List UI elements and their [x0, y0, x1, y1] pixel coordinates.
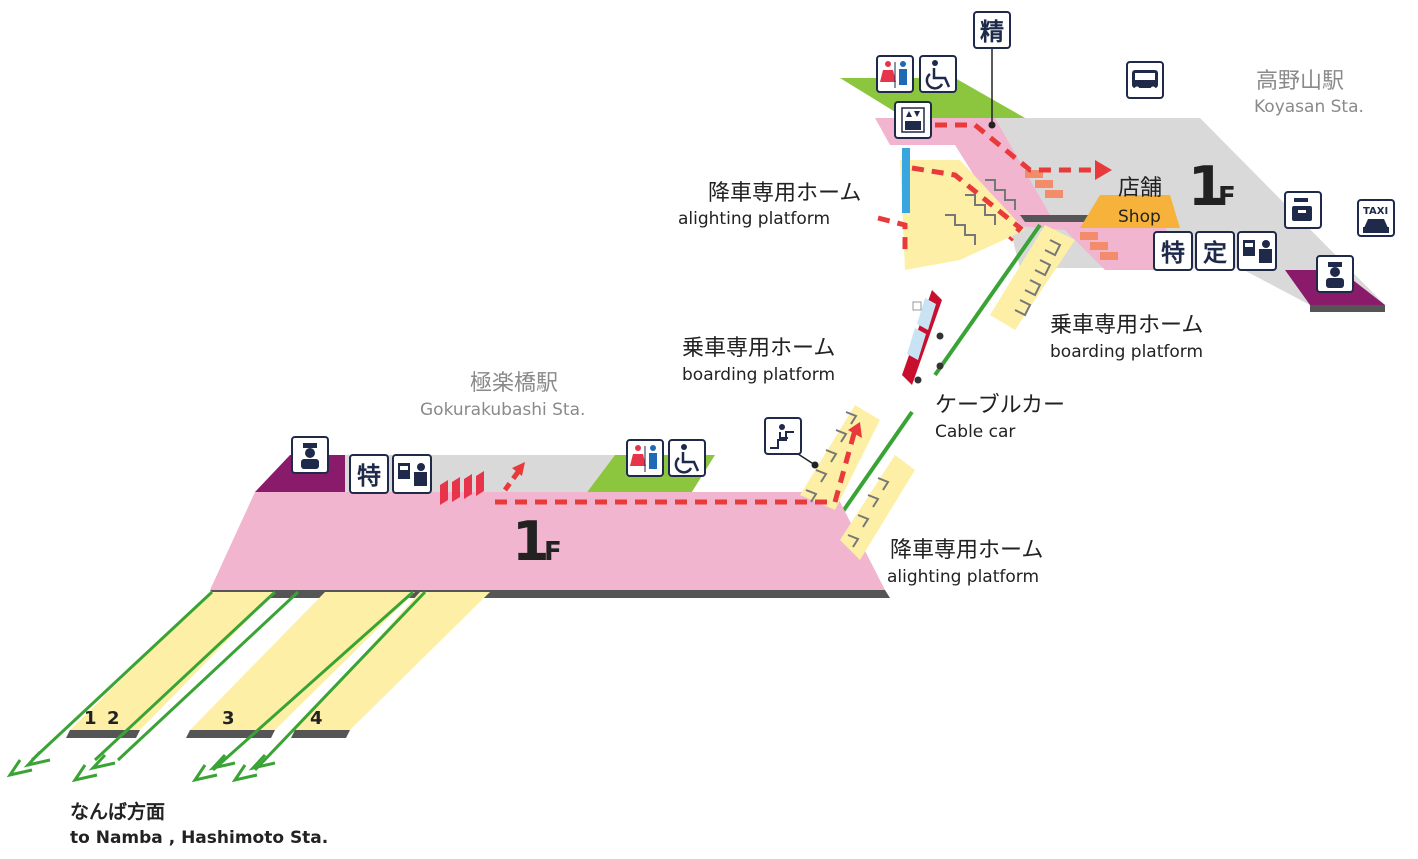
fare-adjust-icon: 精 — [973, 11, 1011, 49]
stair-lift-icon — [764, 417, 802, 455]
koyasan-route-alight — [877, 215, 908, 250]
koyasan-stair-steps — [945, 179, 1016, 245]
koyasan-floor-edge — [1310, 305, 1385, 312]
track-number-1: 1 — [84, 708, 97, 729]
gokurakubashi-alighting-en: alighting platform — [887, 567, 1039, 587]
gokurakubashi-station-name-en: Gokurakubashi Sta. — [420, 400, 585, 420]
gokurakubashi-gates — [440, 471, 484, 505]
cable-car-dot-3 — [936, 362, 944, 370]
restroom-icon — [876, 55, 914, 93]
track-number-3: 3 — [222, 708, 235, 729]
koyasan-shop — [1080, 195, 1180, 228]
cable-car-dot-2 — [914, 376, 922, 384]
track-rails — [30, 590, 427, 772]
cable-car-dot-1 — [936, 332, 944, 340]
koyasan-shop-en: Shop — [1118, 207, 1161, 227]
gokurakubashi-route-short — [502, 470, 521, 492]
track-platform-1-2 — [70, 592, 275, 730]
svg-text:TAXI: TAXI — [1363, 206, 1388, 217]
destination-label: なんば方面 to Namba , Hashimoto Sta. — [70, 800, 328, 848]
bus-icon — [1126, 61, 1164, 99]
gokurakubashi-boarding-en: boarding platform — [682, 365, 835, 385]
gokurakubashi-boarding-stairs — [800, 405, 880, 510]
track-platform-1-2-edge — [66, 730, 140, 738]
koyasan-ticket-machine-icon — [1237, 231, 1277, 271]
svg-text:精: 精 — [980, 18, 1004, 46]
track-platform-4-edge — [291, 730, 350, 738]
wheelchair-icon — [919, 55, 957, 93]
locker-icon — [1284, 191, 1322, 229]
koyasan-station: 高野山駅 Koyasan Sta. 1 F 店舗 Shop 降車専用ホーム al… — [678, 11, 1395, 362]
koyasan-floor-unit: F — [1218, 182, 1236, 212]
koyasan-route-arrow — [1095, 160, 1112, 180]
koyasan-alighting-jp: 降車専用ホーム — [708, 181, 861, 206]
track-number-2: 2 — [107, 708, 120, 729]
gokurakubashi-floor-unit: F — [544, 537, 562, 567]
koyasan-elevator-shaft — [902, 148, 910, 213]
gokurakubashi-restroom-icon — [626, 439, 664, 477]
gokurakubashi-station: 極楽橋駅 Gokurakubashi Sta. 1 F 乗車専用ホーム boar… — [210, 336, 1043, 598]
fare-adjust-dot — [988, 121, 996, 129]
gokurakubashi-alighting-jp: 降車専用ホーム — [890, 538, 1043, 563]
cable-car-label-jp: ケーブルカー — [935, 393, 1065, 418]
cable-car-line: ケーブルカー Cable car — [828, 223, 1065, 532]
svg-text:特: 特 — [357, 462, 381, 490]
gokurakubashi-route — [495, 429, 858, 505]
stair-lift-dot — [811, 461, 819, 469]
gokurakubashi-route-arrow-gate — [512, 462, 525, 476]
track-platform-4 — [295, 592, 490, 730]
gokurakubashi-station-name-jp: 極楽橋駅 — [470, 371, 558, 396]
cable-car-rail-upper — [933, 223, 1042, 377]
taxi-icon: TAXI — [1357, 199, 1395, 237]
track-platform-3-edge — [186, 730, 275, 738]
koyasan-gates — [1025, 170, 1118, 260]
koyasan-route-lower — [911, 165, 1024, 242]
koyasan-station-name-en: Koyasan Sta. — [1254, 97, 1364, 117]
gokurakubashi-alighting-stairs — [840, 455, 915, 560]
gokurakubashi-ticket-special-icon: 特 — [349, 454, 389, 494]
koyasan-shop-jp: 店舗 — [1118, 176, 1162, 201]
track-direction-arrows — [6, 750, 276, 783]
tracks: 1 2 3 4 — [6, 590, 490, 783]
koyasan-ticket-special-icon: 特 — [1153, 231, 1193, 271]
gokurakubashi-boarding-jp: 乗車専用ホーム — [682, 336, 835, 361]
cable-car-vehicle — [902, 290, 942, 385]
koyasan-station-name-jp: 高野山駅 — [1256, 69, 1344, 94]
gokurakubashi-wheelchair-icon — [668, 439, 706, 477]
koyasan-boarding-jp: 乗車専用ホーム — [1050, 313, 1203, 338]
svg-text:定: 定 — [1203, 239, 1227, 267]
destination-jp: なんば方面 — [70, 800, 165, 823]
cable-car-label-en: Cable car — [935, 422, 1015, 442]
koyasan-alighting-stairs — [900, 160, 1025, 270]
koyasan-boarding-stairs — [990, 225, 1075, 330]
gokurakubashi-platform-edge — [210, 590, 890, 598]
gokurakubashi-alighting-steps — [847, 477, 890, 548]
gokurakubashi-ticket-machine-icon — [392, 454, 432, 494]
koyasan-alighting-en: alighting platform — [678, 209, 830, 229]
destination-en: to Namba , Hashimoto Sta. — [70, 828, 328, 848]
koyasan-floor-number: 1 — [1188, 155, 1226, 218]
gokurakubashi-route-arrow-stairs — [848, 422, 862, 438]
gokurakubashi-platform — [210, 492, 885, 590]
koyasan-station-staff-icon — [1316, 255, 1354, 293]
gokurakubashi-station-staff-icon — [291, 436, 329, 474]
koyasan-route-upper — [935, 122, 1095, 173]
gokurakubashi-floor-number: 1 — [512, 510, 550, 573]
koyasan-ticket-reserved-icon: 定 — [1195, 231, 1235, 271]
koyasan-boarding-en: boarding platform — [1050, 342, 1203, 362]
elevator-icon — [894, 101, 932, 139]
gokurakubashi-boarding-steps — [805, 411, 858, 503]
track-platform-3 — [190, 592, 415, 730]
svg-text:特: 特 — [1161, 239, 1185, 267]
koyasan-boarding-steps — [1014, 239, 1062, 317]
track-number-4: 4 — [310, 708, 323, 729]
koyasan-floor — [990, 118, 1385, 305]
